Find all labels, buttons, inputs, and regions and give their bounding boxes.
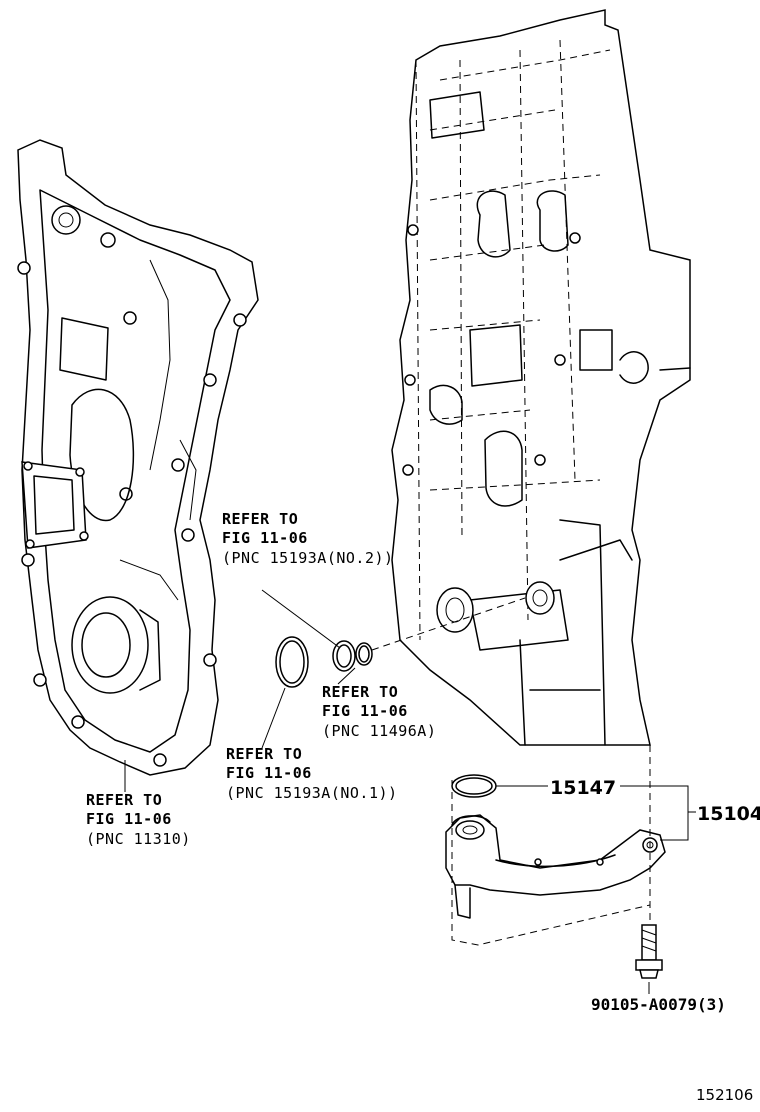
callout-line1: REFER TO [226,745,302,763]
callout-seal-11496a: REFER TO FIG 11-06 (PNC 11496A) [322,683,436,740]
part-number-15147: 15147 [550,777,616,799]
callout-line1: REFER TO [222,510,298,528]
bolt-drawing [635,924,663,979]
callout-line2: FIG 11-06 [86,810,172,828]
cover-bolt-bosses [17,205,247,767]
figure-id: 152106 [696,1086,753,1104]
callout-line3: (PNC 15193A(NO.2)) [222,549,394,567]
callout-cover-11310: REFER TO FIG 11-06 (PNC 11310) [86,791,191,848]
callout-line2: FIG 11-06 [226,764,312,782]
callout-line2: FIG 11-06 [322,702,408,720]
timing-cover-drawing [17,139,259,776]
part-number-bolt: 90105-A0079(3) [591,995,726,1014]
o-ring-no2 [332,640,356,672]
callout-oring-no1: REFER TO FIG 11-06 (PNC 15193A(NO.1)) [226,745,398,802]
oil-pump-assembly [445,745,666,946]
callout-oring-no2: REFER TO FIG 11-06 (PNC 15193A(NO.2)) [222,510,394,567]
callout-line3: (PNC 11496A) [322,722,436,740]
callout-line3: (PNC 11310) [86,830,191,848]
seal-11496a [355,642,373,666]
o-ring-no1 [275,636,309,688]
callout-line1: REFER TO [322,683,398,701]
callout-line3: (PNC 15193A(NO.1)) [226,784,398,802]
oil-strainer-gasket [451,774,497,798]
alignment-line [371,597,526,651]
callout-line1: REFER TO [86,791,162,809]
callout-line2: FIG 11-06 [222,529,308,547]
leader-lines [124,589,696,994]
part-number-15104: 15104 [697,803,760,825]
engine-block-drawing [391,9,691,746]
